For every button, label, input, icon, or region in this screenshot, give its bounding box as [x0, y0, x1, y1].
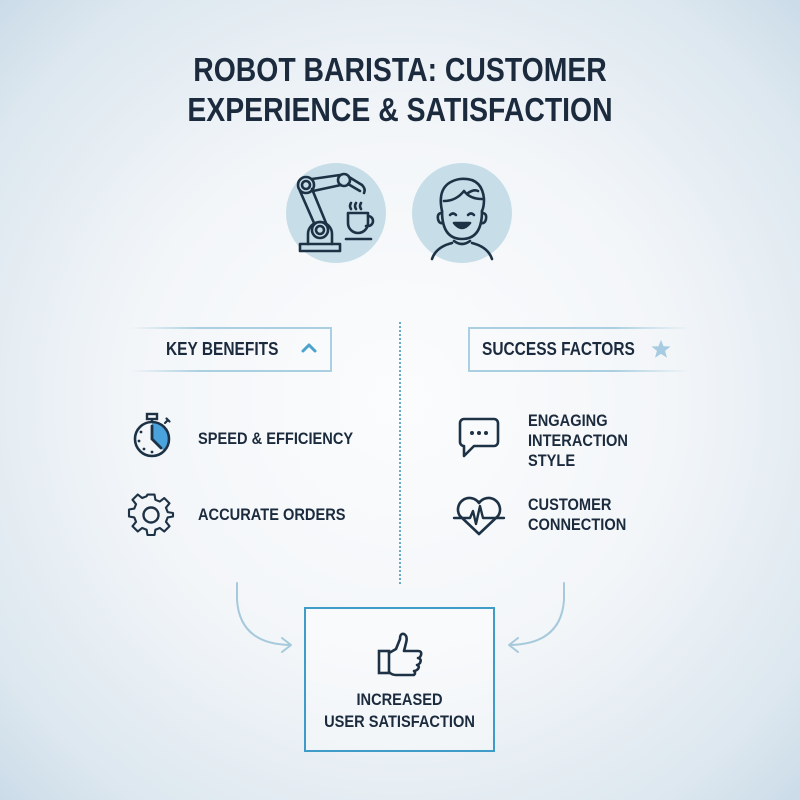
- accurate-orders-label: ACCURATE ORDERS: [198, 505, 346, 524]
- thumbs-up-icon: [377, 632, 423, 677]
- chat-bubble-icon: [458, 417, 500, 458]
- column-divider: [399, 322, 401, 584]
- success-factors-header: SUCCESS FACTORS: [468, 327, 690, 372]
- robot-circle: [286, 163, 386, 263]
- success-factors-label: SUCCESS FACTORS: [482, 339, 635, 359]
- customer-circle: [412, 163, 512, 263]
- key-benefits-header: KEY BENEFITS: [130, 327, 332, 372]
- key-benefits-label: KEY BENEFITS: [166, 339, 279, 359]
- speed-efficiency-label: SPEED & EFFICIENCY: [198, 429, 354, 448]
- heartbeat-icon: [452, 496, 506, 536]
- chevron-up-icon: [301, 343, 317, 353]
- title-line-2: EXPERIENCE & SATISFACTION: [187, 91, 613, 128]
- engaging-interaction-label: ENGAGING INTERACTION STYLE: [528, 411, 628, 470]
- result-box: INCREASED USER SATISFACTION: [304, 607, 495, 752]
- page-title: ROBOT BARISTA: CUSTOMER EXPERIENCE & SAT…: [56, 50, 744, 130]
- stopwatch-icon: [133, 412, 171, 458]
- robot-arm-coffee-icon: [296, 172, 375, 253]
- result-label: INCREASED USER SATISFACTION: [324, 690, 475, 731]
- gear-icon: [127, 493, 175, 537]
- star-icon: [651, 339, 671, 358]
- title-line-1: ROBOT BARISTA: CUSTOMER: [193, 51, 607, 88]
- left-arrow-icon: [236, 582, 292, 653]
- right-arrow-icon: [508, 582, 565, 653]
- smiling-customer-icon: [430, 177, 494, 261]
- customer-connection-label: CUSTOMER CONNECTION: [528, 495, 627, 534]
